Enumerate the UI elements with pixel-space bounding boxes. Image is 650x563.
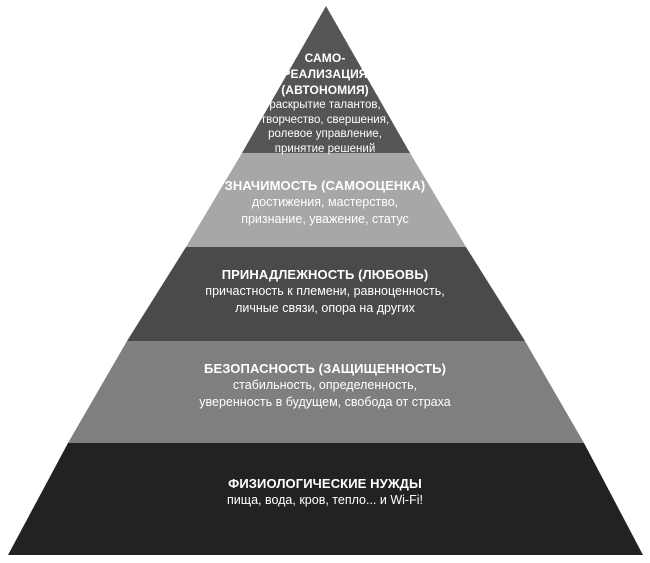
tier-5-band (8, 443, 643, 555)
tier-description: достижения, мастерство, признание, уваже… (241, 195, 409, 226)
tier-description: пища, вода, кров, тепло... и Wi-Fi! (227, 493, 423, 507)
tier-title: САМО- РЕАЛИЗАЦИЯ (АВТОНОМИЯ) (281, 51, 369, 97)
tier-self-actualization: САМО- РЕАЛИЗАЦИЯ (АВТОНОМИЯ) раскрытие т… (0, 50, 650, 156)
tier-title: ЗНАЧИМОСТЬ (САМООЦЕНКА) (224, 178, 426, 193)
tier-belonging: ПРИНАДЛЕЖНОСТЬ (ЛЮБОВЬ) причастность к п… (0, 266, 650, 317)
tier-3-band (127, 247, 525, 341)
tier-description: стабильность, определенность, уверенност… (199, 378, 451, 409)
tier-esteem: ЗНАЧИМОСТЬ (САМООЦЕНКА) достижения, маст… (0, 177, 650, 228)
tier-4-band (68, 341, 584, 443)
tier-description: раскрытие талантов, творчество, свершени… (260, 99, 390, 155)
tier-1-band (242, 6, 410, 153)
tier-title: БЕЗОПАСНОСТЬ (ЗАЩИЩЕННОСТЬ) (204, 361, 446, 376)
tier-2-band (186, 153, 466, 247)
tier-physiological: ФИЗИОЛОГИЧЕСКИЕ НУЖДЫ пища, вода, кров, … (0, 475, 650, 509)
tier-title: ПРИНАДЛЕЖНОСТЬ (ЛЮБОВЬ) (221, 267, 429, 282)
tier-safety: БЕЗОПАСНОСТЬ (ЗАЩИЩЕННОСТЬ) стабильность… (0, 360, 650, 411)
tier-description: причастность к племени, равноценность, л… (205, 284, 445, 315)
tier-title: ФИЗИОЛОГИЧЕСКИЕ НУЖДЫ (228, 476, 422, 491)
